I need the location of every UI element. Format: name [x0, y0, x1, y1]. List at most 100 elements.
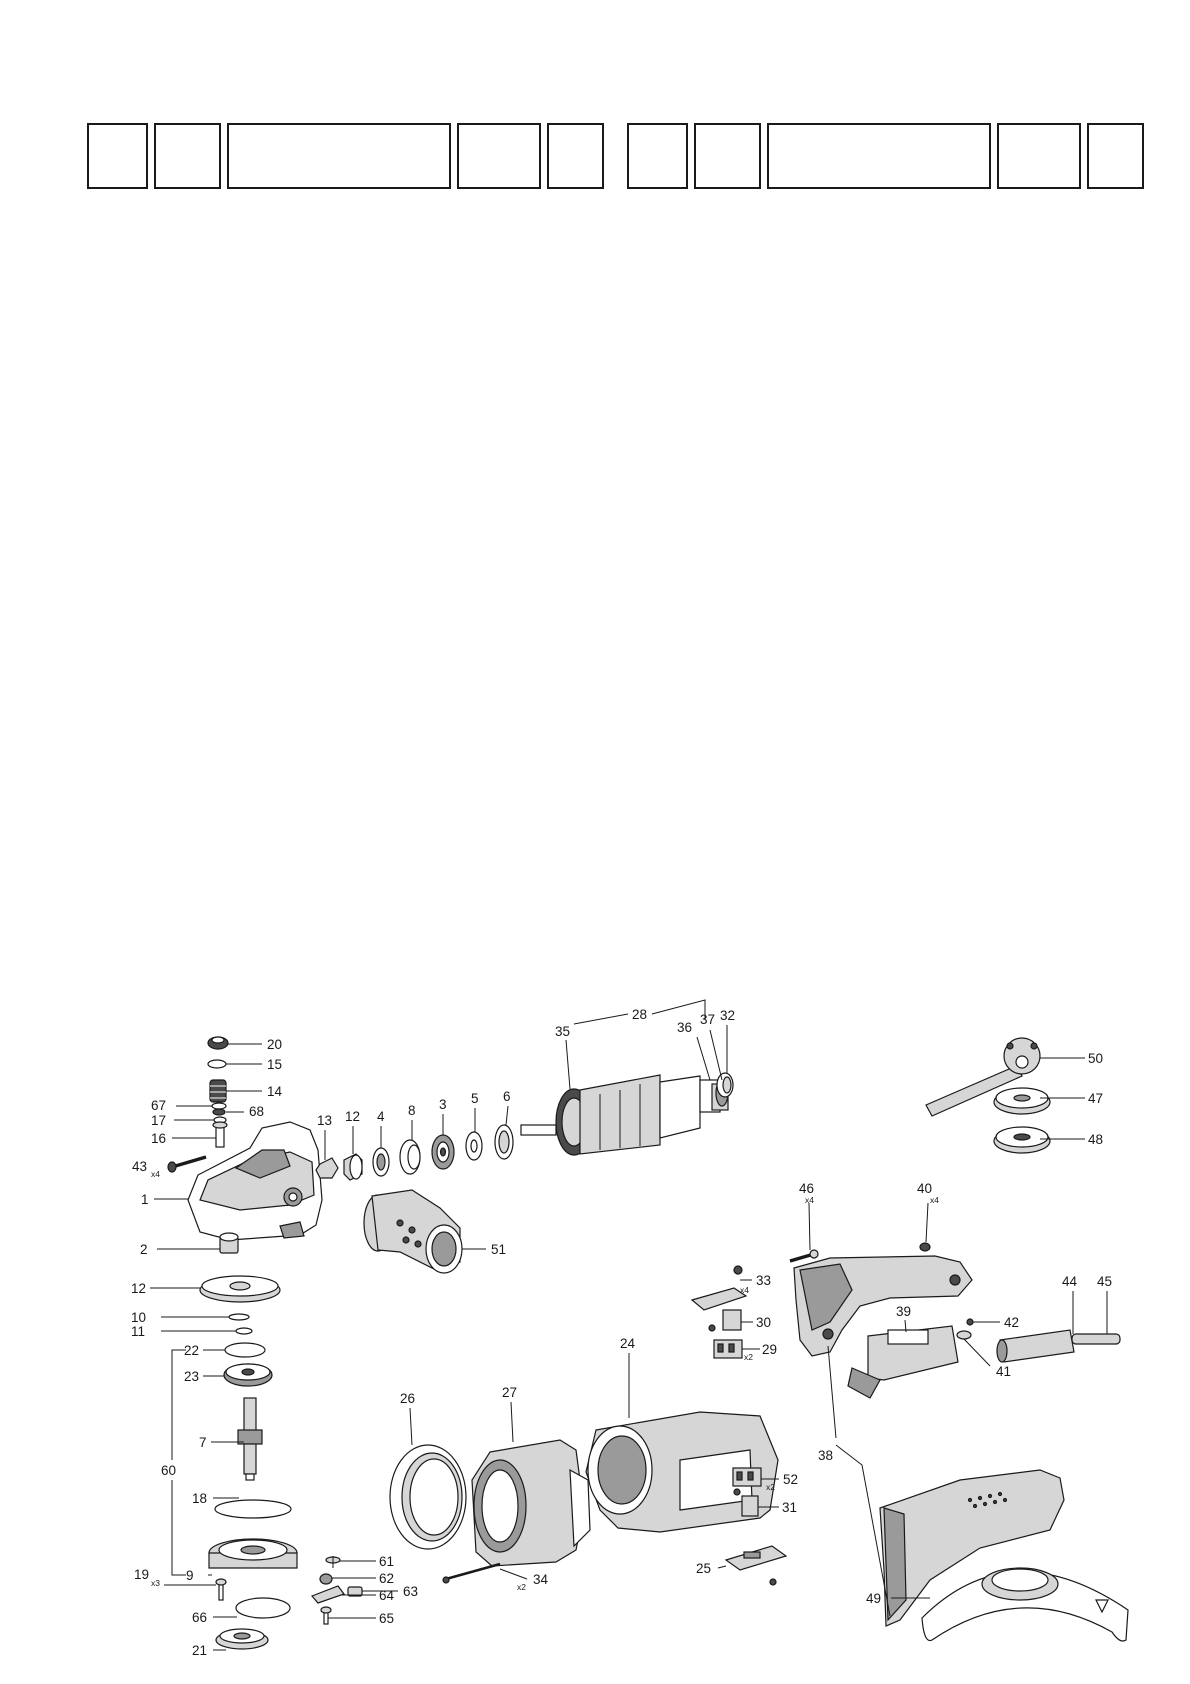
- callout-31: 31: [782, 1500, 797, 1515]
- callout-20: 20: [267, 1037, 282, 1052]
- part-39-switch: [847, 1325, 959, 1399]
- callout-3: 3: [439, 1097, 447, 1112]
- callout-21: 21: [192, 1643, 207, 1658]
- part-61-clip: [325, 1556, 341, 1568]
- part-26-air-baffle: [389, 1444, 467, 1550]
- callout-47: 47: [1088, 1091, 1103, 1106]
- part-13-nut: [315, 1157, 339, 1179]
- part-23-bearing: [223, 1363, 273, 1387]
- callout-49: 49: [866, 1591, 881, 1606]
- callout-18: 18: [192, 1491, 207, 1506]
- header-cell: [694, 123, 761, 189]
- part-2-bushing: [219, 1232, 239, 1254]
- part-30-block: [722, 1309, 742, 1331]
- part-32-bearing: [716, 1072, 734, 1098]
- callout-46-qty: x4: [805, 1195, 814, 1205]
- callout-labels: 20 15 14 67 68 17 16 43 x4 1 13 12 4 8 3…: [131, 1007, 1112, 1658]
- part-66-o-ring: [235, 1597, 291, 1619]
- callout-51: 51: [491, 1242, 506, 1257]
- header-cell: [1087, 123, 1144, 189]
- part-12-bushing: [343, 1153, 363, 1181]
- part-35-armature: [520, 1074, 729, 1156]
- part-9-bearing-flange: [208, 1538, 298, 1569]
- callout-29: 29: [762, 1342, 777, 1357]
- callout-42: 42: [1004, 1315, 1019, 1330]
- callout-41: 41: [996, 1364, 1011, 1379]
- header-cell: [627, 123, 688, 189]
- part-11-washer: [235, 1327, 253, 1335]
- part-48-flange: [993, 1126, 1051, 1154]
- callout-17: 17: [151, 1113, 166, 1128]
- header-cell: [227, 123, 451, 189]
- part-40-screw: [919, 1242, 931, 1252]
- callout-22: 22: [184, 1343, 199, 1358]
- part-68-oring: [212, 1108, 226, 1116]
- part-38-handle-half-lower: [879, 1469, 1065, 1627]
- callout-34: 34: [533, 1572, 549, 1587]
- callout-66: 66: [192, 1610, 207, 1625]
- part-67-washer: [211, 1102, 227, 1110]
- part-31-block: [741, 1495, 759, 1517]
- part-49-wheel-guard: [921, 1567, 1129, 1642]
- part-12-flange: [199, 1275, 281, 1303]
- part-65-screw: [320, 1606, 332, 1625]
- part-30-cover: [690, 1287, 748, 1311]
- part-29-terminal: [713, 1339, 743, 1359]
- callout-11: 11: [131, 1324, 145, 1339]
- part-4-spacer-ring: [372, 1147, 390, 1177]
- callout-1: 1: [141, 1192, 149, 1207]
- callout-5: 5: [471, 1091, 479, 1106]
- callout-52-qty: x2: [766, 1482, 775, 1492]
- callout-62: 62: [379, 1571, 394, 1586]
- part-33-screw: [733, 1265, 743, 1275]
- part-5-washer: [465, 1131, 483, 1161]
- part-25-cover: [724, 1545, 788, 1586]
- callout-14: 14: [267, 1084, 283, 1099]
- part-43-screw: [167, 1155, 207, 1173]
- part-52-terminal: [732, 1467, 762, 1487]
- part-38-handle-half-upper: [793, 1255, 973, 1357]
- callout-38: 38: [818, 1448, 833, 1463]
- callout-32: 32: [720, 1008, 735, 1023]
- part-45-power-cord: [1071, 1333, 1121, 1345]
- callout-61: 61: [379, 1554, 394, 1569]
- callout-35: 35: [555, 1024, 570, 1039]
- callout-44: 44: [1062, 1274, 1078, 1289]
- part-41-cable-clamp: [956, 1330, 972, 1340]
- callout-25: 25: [696, 1561, 711, 1576]
- part-34-screw: [442, 1562, 501, 1584]
- callout-48: 48: [1088, 1132, 1103, 1147]
- callout-19-qty: x3: [151, 1578, 160, 1588]
- callout-16: 16: [151, 1131, 166, 1146]
- part-47-flange-nut: [993, 1087, 1051, 1115]
- callout-6: 6: [503, 1089, 511, 1104]
- callout-23: 23: [184, 1369, 199, 1384]
- callout-50: 50: [1088, 1051, 1103, 1066]
- callout-39: 39: [896, 1304, 911, 1319]
- callout-7: 7: [199, 1435, 207, 1450]
- header-cell: [767, 123, 991, 189]
- callout-52: 52: [783, 1472, 798, 1487]
- part-8-ring: [399, 1139, 421, 1175]
- callout-10: 10: [131, 1310, 146, 1325]
- part-1-gear-housing: [187, 1121, 323, 1241]
- part-16-pin: [212, 1121, 228, 1148]
- part-27-stator: [471, 1439, 591, 1567]
- header-cell: [547, 123, 604, 189]
- callout-19: 19: [134, 1567, 149, 1582]
- callout-63: 63: [403, 1584, 418, 1599]
- part-shapes: [167, 1036, 1129, 1650]
- part-6-baffle: [494, 1124, 514, 1160]
- header-cell: [457, 123, 541, 189]
- part-46-screw: [789, 1249, 819, 1263]
- part-64-lever: [310, 1585, 345, 1604]
- header-cell: [997, 123, 1081, 189]
- part-51-side-handle: [363, 1189, 463, 1274]
- part-19-screw: [215, 1578, 227, 1601]
- callout-12-lower: 12: [131, 1281, 146, 1296]
- callout-15: 15: [267, 1057, 282, 1072]
- part-22-retaining-ring: [224, 1342, 266, 1358]
- callout-60: 60: [161, 1463, 176, 1478]
- leader-lines: [150, 999, 1108, 1651]
